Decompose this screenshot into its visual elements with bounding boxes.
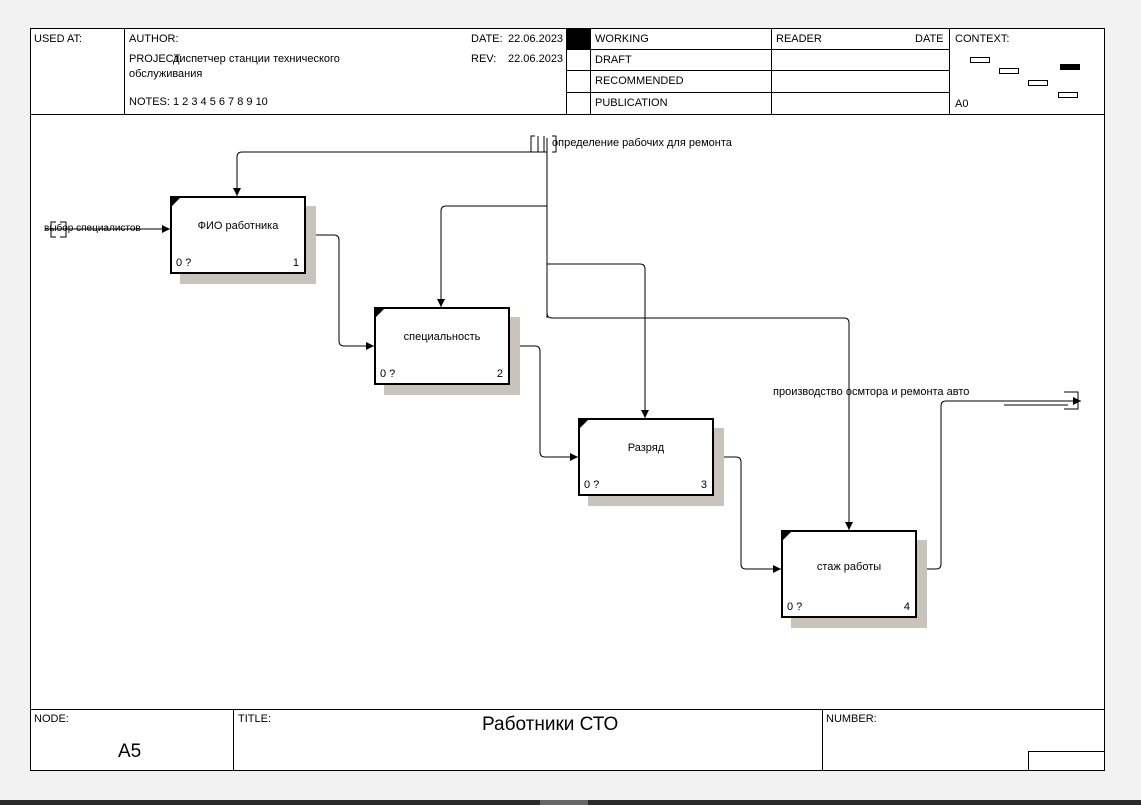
project-value-continued: обслуживания xyxy=(129,68,203,80)
control-arrow-to-box2 xyxy=(437,205,547,307)
context-node: A0 xyxy=(955,98,969,110)
number-label: NUMBER: xyxy=(826,713,877,725)
node-label: NODE: xyxy=(34,713,69,725)
used-at-label: USED AT: xyxy=(34,33,83,45)
activity-box-3[interactable]: Разряд 0 ? 3 xyxy=(578,418,714,496)
control-arrow-to-box3 xyxy=(547,263,649,418)
box-corner-mark xyxy=(580,420,588,428)
scrollbar-thumb[interactable] xyxy=(540,800,588,805)
reader-label: READER xyxy=(776,33,822,45)
horizontal-scrollbar[interactable] xyxy=(0,800,1141,805)
footer-top-border xyxy=(30,709,1105,710)
activity-box-number: 2 xyxy=(496,368,503,380)
context-box-thumbnail xyxy=(1058,92,1078,98)
footer-divider xyxy=(1028,751,1029,771)
control-arrow-label: определение рабочих для ремонта xyxy=(552,137,732,149)
output-arrow xyxy=(917,397,1081,570)
activity-box-number: 3 xyxy=(700,479,707,491)
input-tunnel-bracket xyxy=(50,221,67,238)
box-corner-mark xyxy=(783,532,791,540)
context-current-box xyxy=(1060,64,1080,70)
author-label: AUTHOR: xyxy=(129,33,179,45)
header-divider xyxy=(771,28,772,114)
notes-value: 1 2 3 4 5 6 7 8 9 10 xyxy=(173,96,268,108)
status-draft: DRAFT xyxy=(595,54,632,66)
activity-box-number: 4 xyxy=(903,601,910,613)
flow-arrow-1-2 xyxy=(306,234,374,350)
working-status-marker xyxy=(567,29,590,49)
header-row-line xyxy=(566,92,949,93)
notes-label: NOTES: xyxy=(129,96,170,108)
diagram-title: Работники СТО xyxy=(482,714,619,735)
flow-arrow-3-4 xyxy=(714,456,781,573)
project-label: PROJECT: xyxy=(129,53,183,65)
node-value: A5 xyxy=(118,741,142,762)
context-box-thumbnail xyxy=(970,57,990,63)
input-arrow-label: выбор специалистов xyxy=(44,223,141,234)
output-arrow-label: производство осмтора и ремонта авто xyxy=(773,386,970,398)
activity-box-number: 1 xyxy=(292,257,299,269)
control-tunnel-bracket xyxy=(530,135,557,153)
footer-divider xyxy=(233,709,234,771)
context-label: CONTEXT: xyxy=(955,33,1010,45)
activity-box-4[interactable]: стаж работы 0 ? 4 xyxy=(781,530,917,618)
date-label: DATE: xyxy=(471,33,503,45)
header-row-line xyxy=(566,49,949,50)
context-box-thumbnail xyxy=(999,68,1019,74)
footer-row-line xyxy=(1028,751,1105,752)
status-publication: PUBLICATION xyxy=(595,97,668,109)
footer-divider xyxy=(822,709,823,771)
activity-box-label: стаж работы xyxy=(816,561,882,573)
control-arrow-to-box4 xyxy=(546,312,853,530)
activity-box-label: Разряд xyxy=(627,442,665,454)
status-recommended: RECOMMENDED xyxy=(595,75,684,87)
idef0-frame xyxy=(30,28,1105,771)
project-value: диспетчер станции технического xyxy=(173,53,340,65)
context-box-thumbnail xyxy=(1028,80,1048,86)
flow-arrow-2-3 xyxy=(510,345,578,461)
reader-date-label: DATE xyxy=(915,33,944,45)
status-working: WORKING xyxy=(595,33,649,45)
activity-box-label: ФИО работника xyxy=(197,220,279,232)
activity-box-cost: 0 ? xyxy=(584,479,600,491)
activity-box-label: специальность xyxy=(403,331,481,343)
box-corner-mark xyxy=(172,198,180,206)
control-arrow-to-box1 xyxy=(233,151,547,196)
title-label: TITLE: xyxy=(238,713,272,725)
activity-box-cost: 0 ? xyxy=(176,257,192,269)
header-bottom-border xyxy=(30,114,1105,115)
rev-label: REV: xyxy=(471,53,497,65)
activity-box-cost: 0 ? xyxy=(380,368,396,380)
header-divider xyxy=(590,28,591,114)
activity-box-cost: 0 ? xyxy=(787,601,803,613)
activity-box-1[interactable]: ФИО работника 0 ? 1 xyxy=(170,196,306,274)
header-divider xyxy=(124,28,125,114)
box-corner-mark xyxy=(376,309,384,317)
date-value: 22.06.2023 xyxy=(508,33,564,45)
rev-value: 22.06.2023 xyxy=(508,53,564,65)
header-divider xyxy=(949,28,950,114)
header-row-line xyxy=(566,70,949,71)
output-tunnel-bracket xyxy=(1064,391,1079,410)
activity-box-2[interactable]: специальность 0 ? 2 xyxy=(374,307,510,385)
header-divider xyxy=(566,28,567,114)
